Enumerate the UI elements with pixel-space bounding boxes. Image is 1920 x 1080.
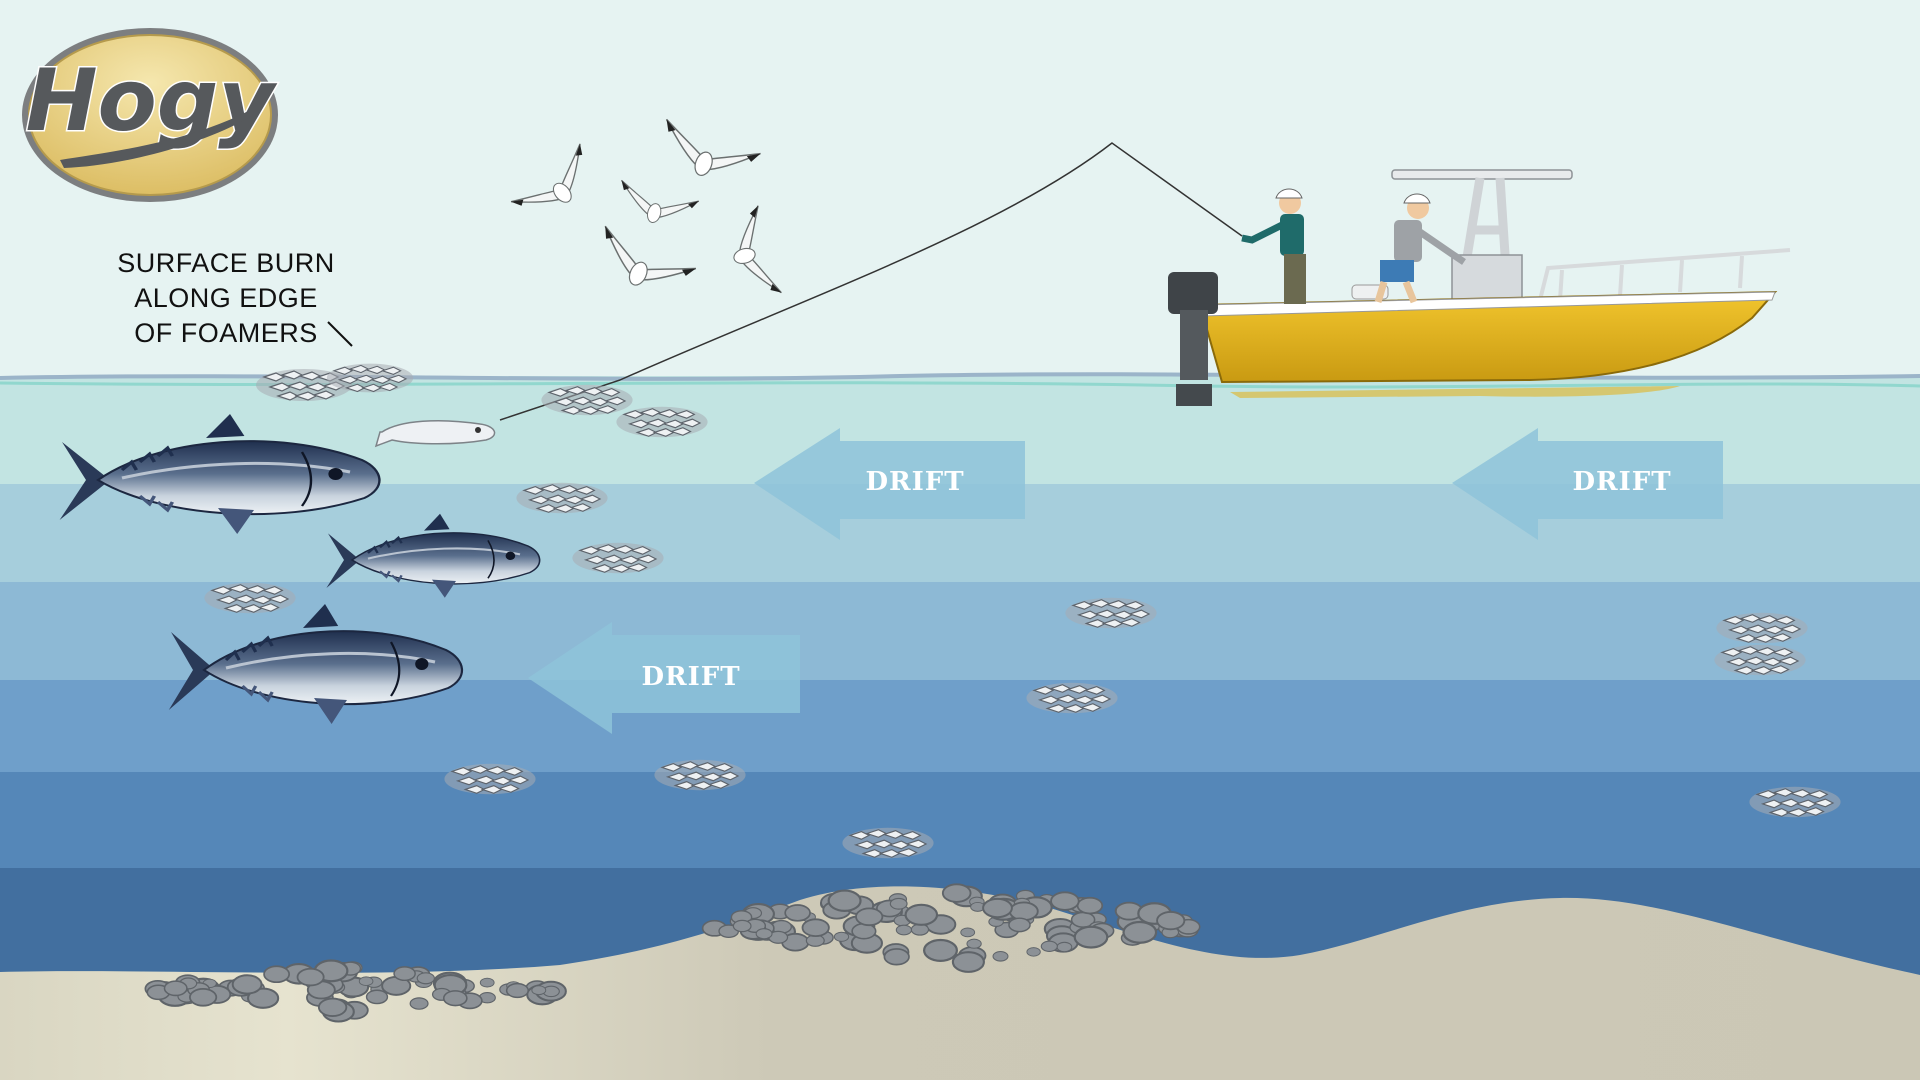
baitfish-school-icon [541,385,632,415]
rock [359,977,373,986]
rock [884,949,909,965]
rock [856,908,882,925]
rock [1075,927,1108,948]
rock [924,940,957,961]
rock [298,969,324,986]
rock [967,939,981,948]
baitfish-school-icon [516,483,607,513]
rock [953,952,984,972]
rock [394,967,415,980]
rock [444,991,467,1006]
baitfish-school-icon [572,543,663,573]
rock [480,978,494,987]
baitfish-school-icon [444,764,535,794]
rock [906,905,937,925]
rock [1078,898,1103,914]
baitfish-school-icon [204,583,295,613]
rock [803,919,829,936]
drift-label: DRIFT [641,662,740,692]
rock [785,905,810,921]
rock [993,952,1008,962]
rock [983,899,1012,917]
rock [733,920,751,931]
baitfish-school-icon [327,364,413,393]
caption-line: ALONG EDGE [86,281,366,316]
drift-label: DRIFT [1572,467,1671,497]
rock [367,990,388,1003]
caption-line: OF FOAMERS [86,316,366,351]
rock [264,966,289,982]
rock [834,932,848,941]
logo-text: Hogy [26,51,279,151]
rock [1057,942,1072,951]
rock [890,898,907,909]
rock [164,981,186,995]
rock [852,924,876,939]
rock [1010,902,1038,920]
rock [507,984,529,998]
rock [1027,948,1040,957]
rock [1009,918,1030,931]
baitfish-school-icon [1749,787,1840,817]
rock [829,891,861,911]
rock [233,975,262,993]
baitfish-school-icon [1026,683,1117,713]
baitfish-school-icon [616,407,707,437]
rock [943,884,971,902]
rock [410,998,428,1009]
rock [961,928,975,937]
rock [1157,912,1184,929]
caption-line: SURFACE BURN [86,246,366,281]
rock [1124,922,1157,943]
rock [190,989,216,1006]
baitfish-school-icon [654,760,745,790]
rock [319,999,347,1017]
rock [756,929,772,939]
drift-label: DRIFT [865,467,964,497]
rock [1051,892,1079,910]
baitfish-school-icon [1065,598,1156,628]
baitfish-school-icon [1714,645,1805,675]
rock [417,973,434,984]
baitfish-school-icon [1716,613,1807,643]
rock [532,986,546,995]
surface-burn-caption: SURFACE BURN ALONG EDGE OF FOAMERS [86,246,366,351]
rock [1041,941,1057,951]
rock [896,925,911,935]
hogy-logo-icon: Hogy [22,28,278,202]
baitfish-school-icon [842,828,933,858]
